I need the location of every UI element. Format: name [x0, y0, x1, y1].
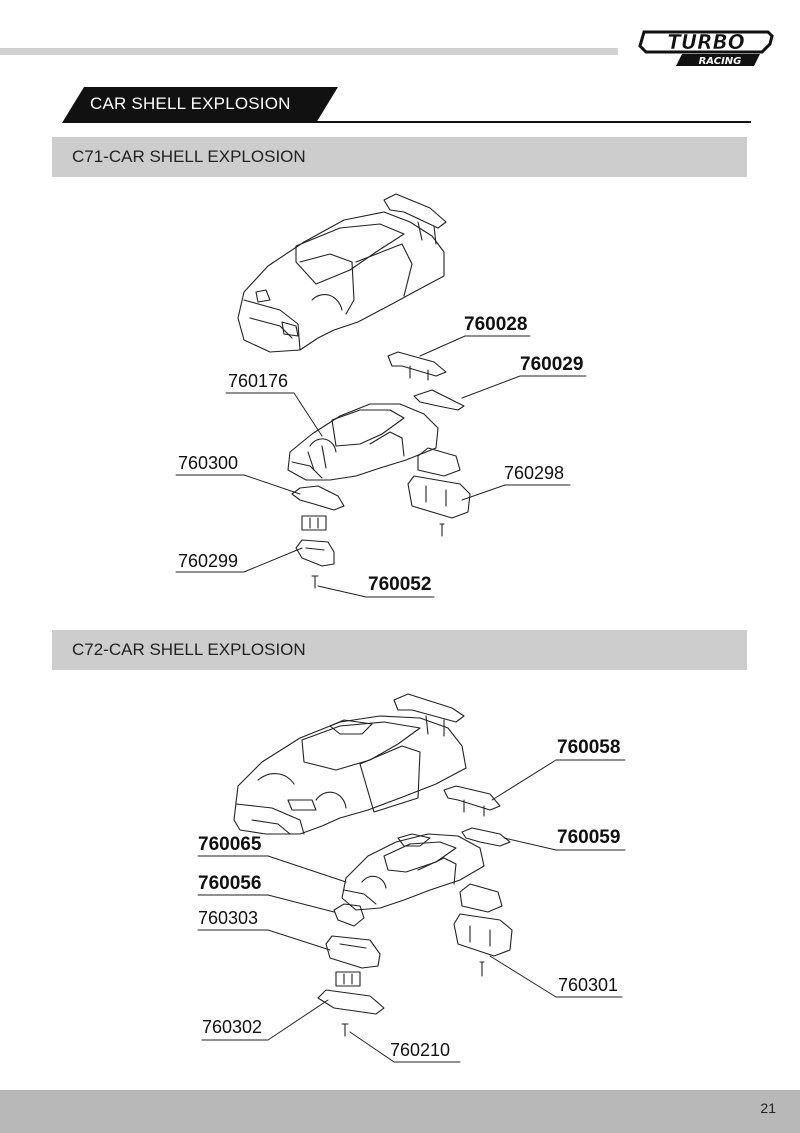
- c72-rear-piece-part: [461, 827, 511, 847]
- part-number-760176: 760176: [228, 371, 289, 391]
- c71-car-shell-full: [237, 193, 447, 353]
- c72-small-clip-part: [335, 971, 361, 987]
- c71-rear-bracket-part: [407, 447, 471, 537]
- section-c72-bar: [52, 630, 747, 670]
- page-title: CAR SHELL EXPLOSION: [90, 94, 291, 113]
- c71-rear-piece-part: [413, 389, 465, 411]
- part-number-760029: 760029: [520, 354, 584, 375]
- c72-leader-lines: [197, 759, 626, 1063]
- c72-front-bumper-part: [333, 903, 365, 927]
- part-number-760299: 760299: [178, 551, 239, 571]
- brand-logo: TURBO RACING: [638, 30, 774, 67]
- part-number-760298: 760298: [504, 463, 565, 483]
- part-number-760028: 760028: [464, 314, 528, 335]
- c72-screw-part: [341, 1023, 349, 1037]
- part-number-760059: 760059: [557, 827, 621, 848]
- part-number-760058: 760058: [557, 737, 621, 758]
- c71-wing-part: [387, 351, 447, 381]
- section-c71-bar: [52, 137, 747, 177]
- c71-mount-part: [295, 539, 335, 567]
- c71-front-bumper-part: [291, 485, 345, 511]
- part-number-760303: 760303: [198, 908, 259, 928]
- part-number-760302: 760302: [202, 1017, 263, 1037]
- header-rule: [0, 48, 618, 55]
- part-number-760052: 760052: [368, 574, 432, 595]
- section-c72-heading: C72-CAR SHELL EXPLOSION: [72, 640, 306, 659]
- title-banner: [62, 87, 338, 123]
- title-rule: [300, 121, 751, 123]
- part-number-760301: 760301: [558, 975, 619, 995]
- footer-bar: [0, 1090, 800, 1133]
- c71-small-clip-part: [301, 515, 327, 531]
- c72-front-mount-part: [325, 935, 381, 969]
- brand-logo-top: TURBO: [667, 30, 745, 54]
- page-number: 21: [760, 1100, 776, 1116]
- section-c71-heading: C71-CAR SHELL EXPLOSION: [72, 147, 306, 166]
- brand-logo-bottom: RACING: [699, 56, 742, 67]
- part-number-760300: 760300: [178, 453, 239, 473]
- c71-inner-shell: [287, 403, 439, 481]
- c72-car-shell-full: [233, 693, 467, 835]
- part-number-760056: 760056: [198, 873, 262, 894]
- c72-skid-plate-part: [317, 989, 385, 1015]
- c71-leader-lines: [175, 335, 587, 598]
- c71-screw-part: [311, 575, 319, 589]
- c72-inner-shell: [341, 833, 485, 911]
- c72-rear-bracket-part: [453, 883, 513, 977]
- c72-wing-part: [443, 785, 501, 817]
- part-number-760210: 760210: [390, 1040, 451, 1060]
- part-number-760065: 760065: [198, 834, 262, 855]
